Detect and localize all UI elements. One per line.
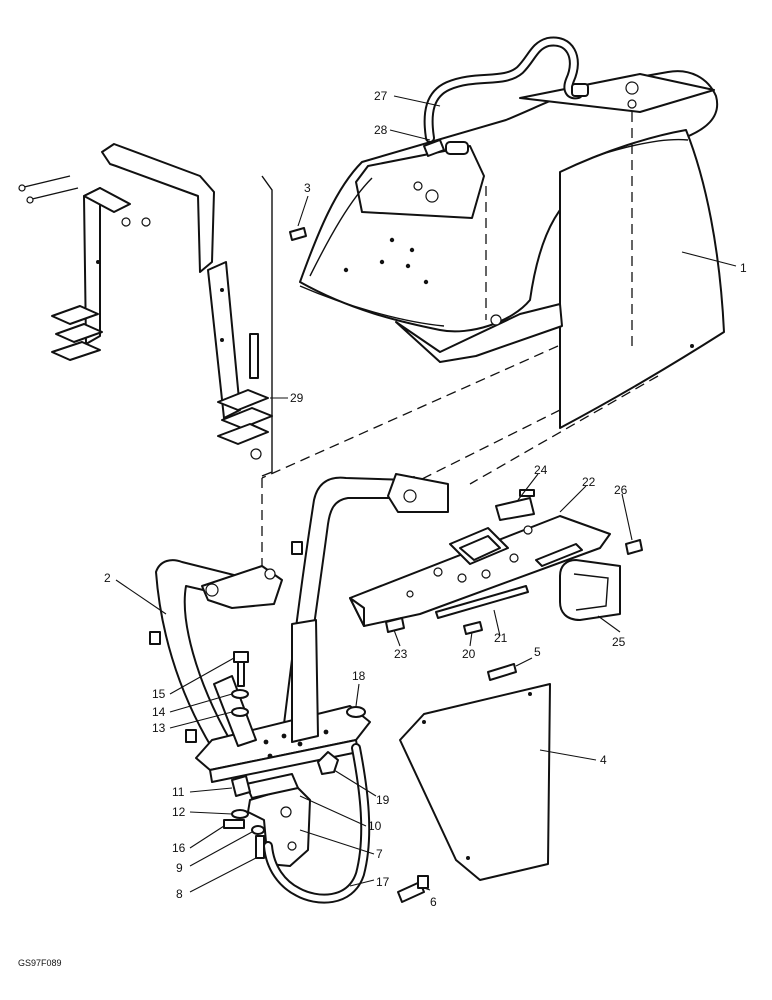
mounting-plate bbox=[349, 515, 611, 627]
callout-labels: 1 2 3 4 5 6 7 8 9 10 11 12 13 14 15 16 1… bbox=[104, 89, 747, 909]
assembly-lines bbox=[261, 112, 659, 566]
bolts-plate bbox=[385, 539, 643, 635]
callout-4: 4 bbox=[600, 753, 607, 767]
callout-8: 8 bbox=[176, 887, 183, 901]
hose-pipe bbox=[423, 36, 589, 143]
fender-housing bbox=[299, 70, 725, 429]
callout-1: 1 bbox=[740, 261, 747, 275]
callout-24: 24 bbox=[534, 463, 548, 477]
callout-16: 16 bbox=[172, 841, 186, 855]
u-bracket bbox=[559, 559, 621, 621]
callout-14: 14 bbox=[152, 705, 166, 719]
callout-15: 15 bbox=[152, 687, 166, 701]
callout-18: 18 bbox=[352, 669, 366, 683]
figure-reference: GS97F089 bbox=[18, 958, 62, 968]
callout-3: 3 bbox=[304, 181, 311, 195]
callout-10: 10 bbox=[368, 819, 382, 833]
callout-25: 25 bbox=[612, 635, 626, 649]
callout-28: 28 bbox=[374, 123, 388, 137]
callout-6: 6 bbox=[430, 895, 437, 909]
callout-23: 23 bbox=[394, 647, 408, 661]
mounting-bracket bbox=[245, 773, 311, 867]
latch-bracket bbox=[495, 489, 535, 521]
leader-lines bbox=[115, 95, 737, 893]
callout-2: 2 bbox=[104, 571, 111, 585]
callout-27: 27 bbox=[374, 89, 388, 103]
callout-13: 13 bbox=[152, 721, 166, 735]
rail-strip bbox=[435, 585, 529, 619]
rops-frame bbox=[149, 473, 449, 783]
callout-9: 9 bbox=[176, 861, 183, 875]
callout-20: 20 bbox=[462, 647, 476, 661]
callout-21: 21 bbox=[494, 631, 508, 645]
callout-19: 19 bbox=[376, 793, 390, 807]
callout-17: 17 bbox=[376, 875, 390, 889]
callout-11: 11 bbox=[172, 785, 185, 799]
callout-12: 12 bbox=[172, 805, 186, 819]
side-panel bbox=[399, 683, 551, 881]
callout-5: 5 bbox=[534, 645, 541, 659]
callout-22: 22 bbox=[582, 475, 596, 489]
callout-29: 29 bbox=[290, 391, 304, 405]
hydraulic-hose bbox=[263, 743, 371, 904]
seat-bracket-assembly bbox=[18, 143, 273, 460]
bracket-grouping-line bbox=[261, 175, 273, 477]
callout-26: 26 bbox=[614, 483, 628, 497]
hose-fitting bbox=[423, 139, 469, 157]
callout-7: 7 bbox=[376, 847, 383, 861]
